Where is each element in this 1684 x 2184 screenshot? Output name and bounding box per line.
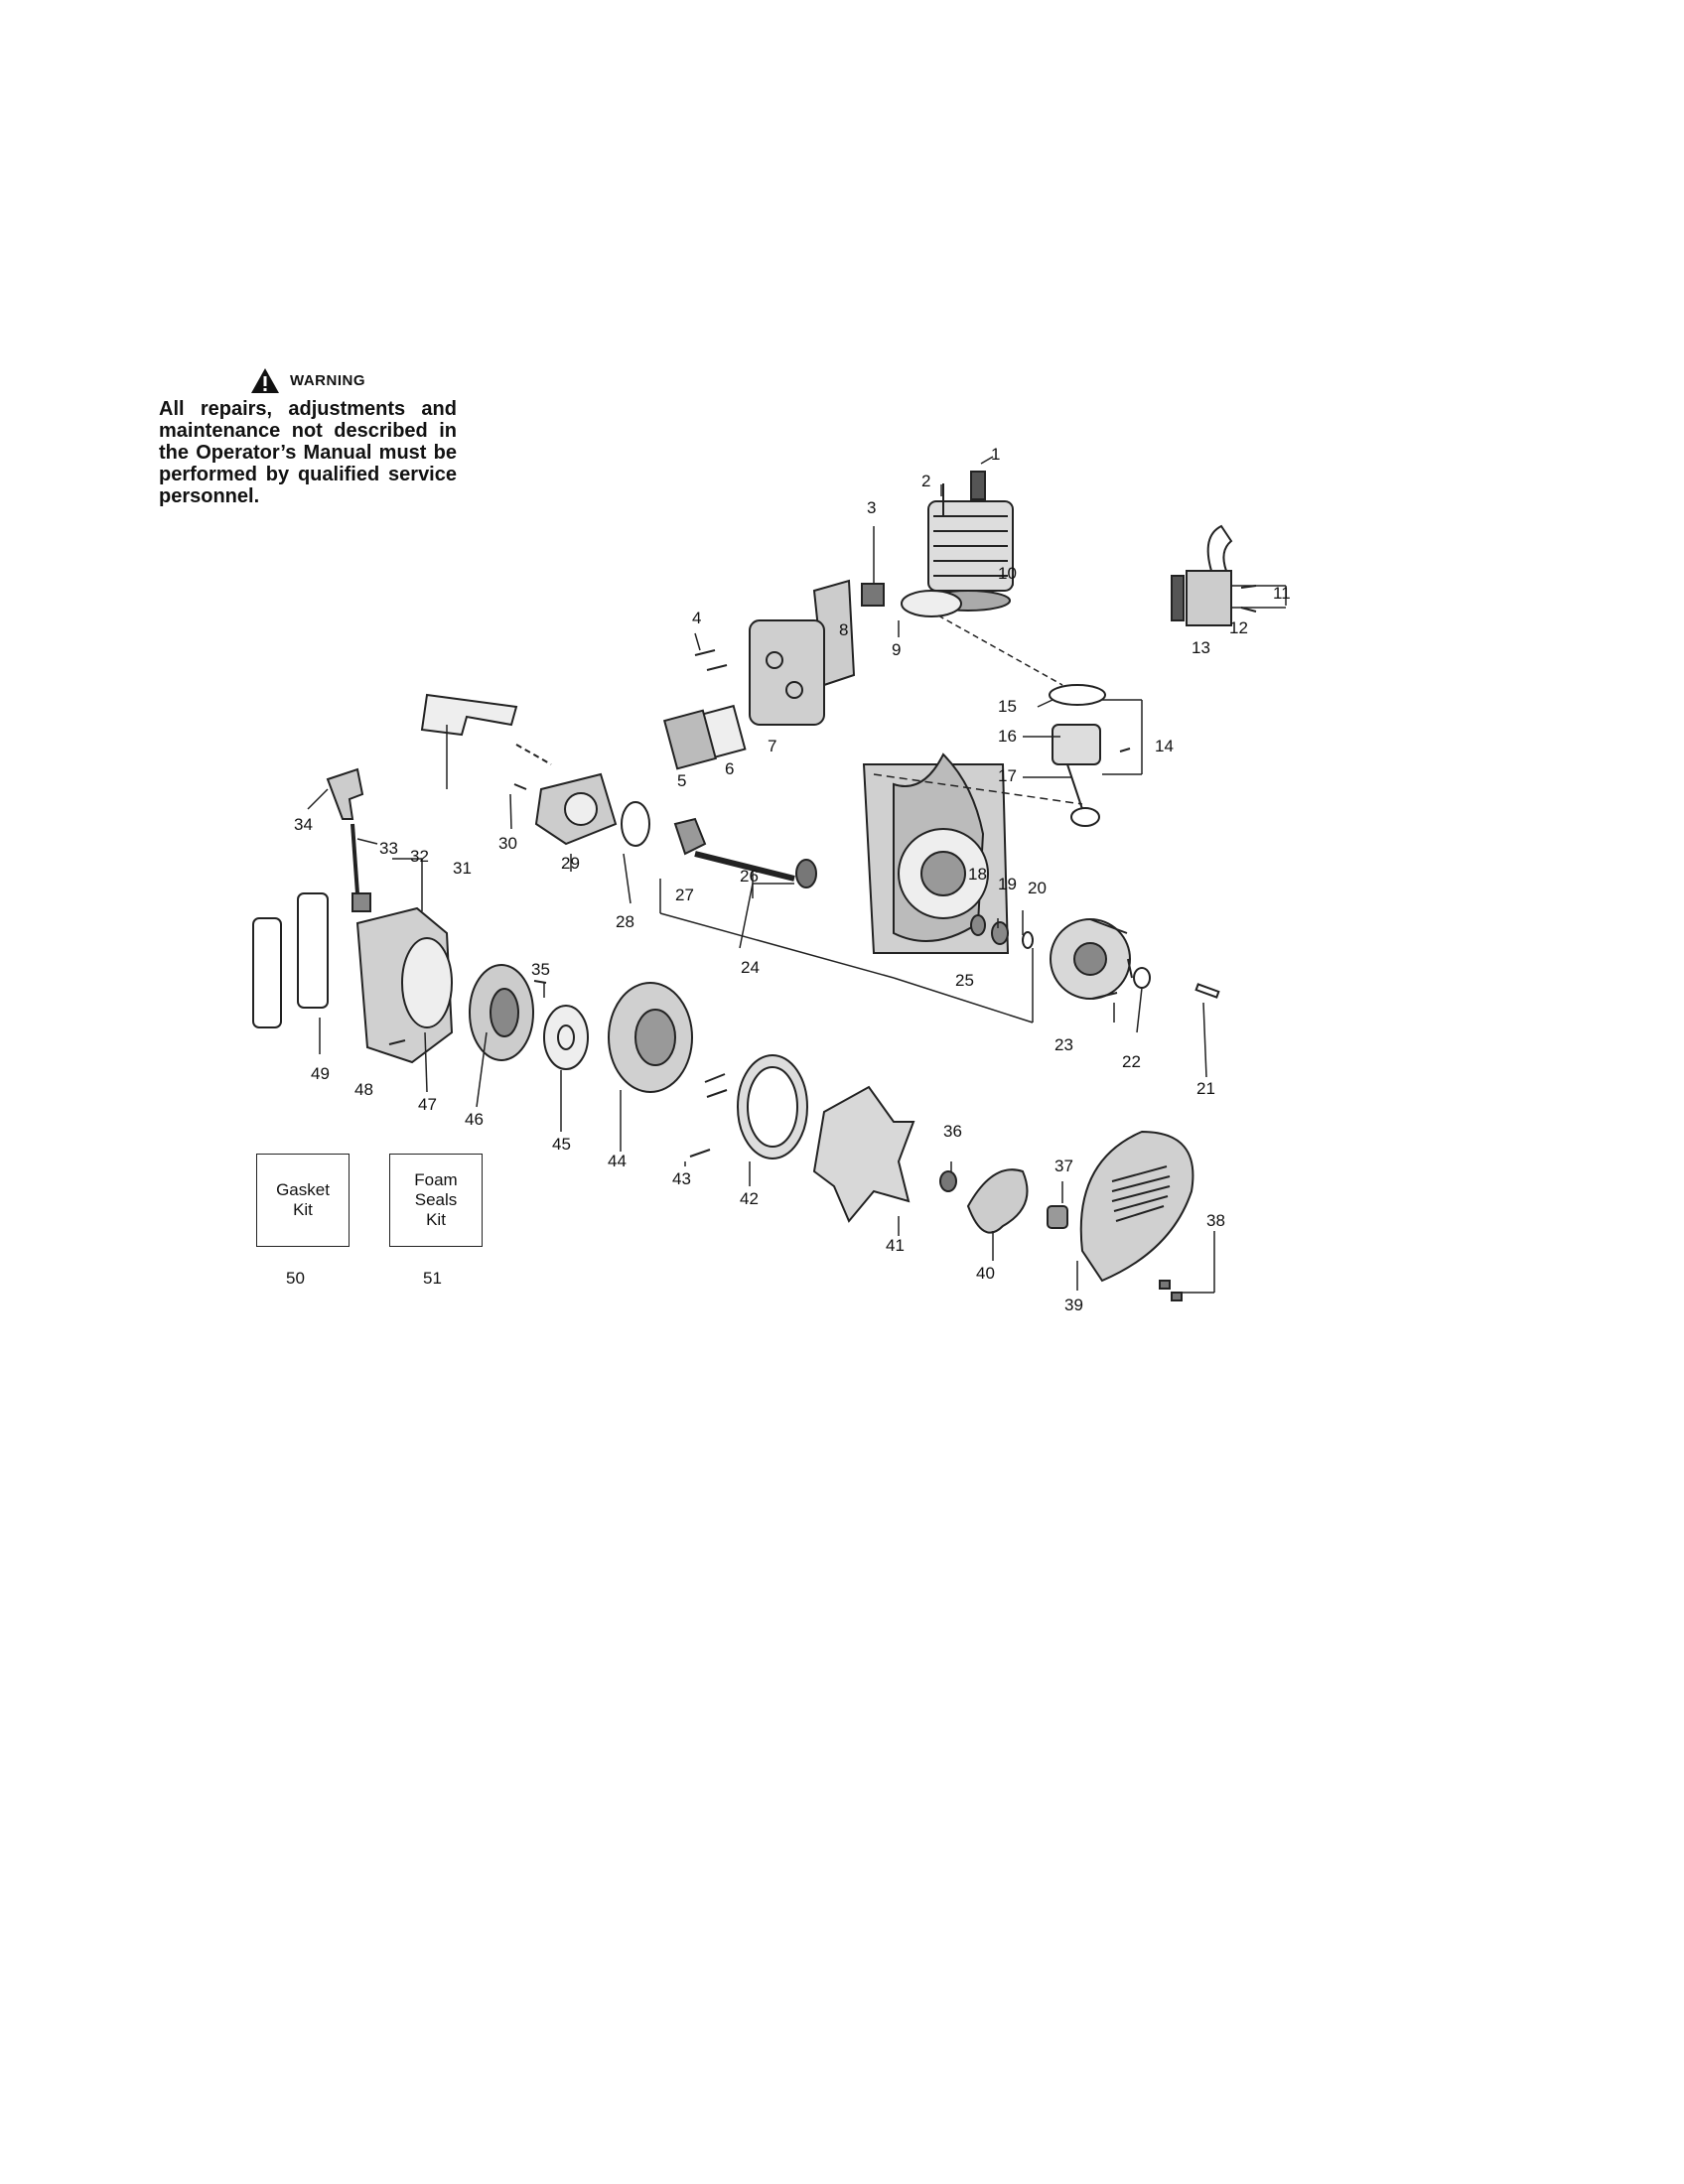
callout-18: 18	[968, 865, 987, 884]
flywheel-part	[1050, 918, 1133, 1000]
pulley-part	[469, 964, 534, 1061]
ignition-coil-part	[1171, 524, 1233, 626]
callout-25: 25	[955, 971, 974, 990]
carburetor-gasket-part	[621, 801, 650, 847]
callout-28: 28	[616, 912, 634, 931]
callout-37: 37	[1054, 1157, 1073, 1175]
callout-11: 11	[1273, 584, 1291, 603]
callout-44: 44	[608, 1152, 627, 1170]
insulator-part	[420, 693, 518, 737]
warning-heading-row: WARNING	[159, 367, 457, 394]
callout-7: 7	[768, 737, 776, 755]
callout-36: 36	[943, 1122, 962, 1141]
callout-22: 22	[1122, 1052, 1141, 1071]
callout-38: 38	[1206, 1211, 1225, 1230]
starter-part	[608, 982, 693, 1093]
warning-text: All repairs, adjustments and maintenance…	[159, 398, 457, 507]
callout-21: 21	[1196, 1079, 1215, 1098]
callout-20: 20	[1028, 879, 1047, 897]
gasket-kit-number: 50	[286, 1269, 305, 1288]
callout-34: 34	[294, 815, 313, 834]
fuel-cap-part	[326, 767, 364, 820]
callout-19: 19	[998, 875, 1017, 893]
callout-4: 4	[692, 609, 701, 627]
callout-14: 14	[1155, 737, 1174, 755]
block-part	[861, 583, 885, 607]
fan-part	[966, 1168, 1029, 1234]
callout-9: 9	[892, 640, 901, 659]
foam-seals-kit-number: 51	[423, 1269, 442, 1288]
housing-part	[355, 906, 454, 1064]
callout-12: 12	[1229, 618, 1248, 637]
callout-24: 24	[741, 958, 760, 977]
callout-30: 30	[498, 834, 517, 853]
callout-48: 48	[354, 1080, 373, 1099]
callout-31: 31	[453, 859, 472, 878]
warning-heading: WARNING	[290, 372, 365, 389]
callout-45: 45	[552, 1135, 571, 1154]
impeller-part	[812, 1085, 915, 1223]
callout-23: 23	[1054, 1035, 1073, 1054]
foam-seals-kit-box: Foam Seals Kit	[389, 1154, 483, 1247]
warning-notice: WARNING All repairs, adjustments and mai…	[159, 367, 457, 507]
callout-13: 13	[1192, 638, 1210, 657]
warning-triangle-icon	[251, 368, 279, 393]
crankshaft-part	[673, 817, 795, 882]
piston-part	[1049, 684, 1106, 827]
gasket-part	[901, 590, 962, 617]
callout-41: 41	[886, 1236, 905, 1255]
callout-46: 46	[465, 1110, 484, 1129]
callout-10: 10	[998, 564, 1017, 583]
callout-17: 17	[998, 766, 1017, 785]
muffler-part	[749, 619, 825, 726]
crankcase-part	[862, 752, 1010, 954]
callout-43: 43	[672, 1169, 691, 1188]
callout-26: 26	[740, 867, 759, 886]
foam-seal-part	[252, 917, 282, 1028]
callout-1: 1	[991, 445, 1000, 464]
callout-47: 47	[418, 1095, 437, 1114]
callout-8: 8	[839, 620, 848, 639]
callout-6: 6	[725, 759, 734, 778]
foam-seal-part	[297, 892, 329, 1009]
muffler-plate-part	[662, 709, 718, 770]
cover-part	[1079, 1130, 1194, 1283]
foam-seals-kit-label: Foam Seals Kit	[414, 1170, 458, 1229]
callout-5: 5	[677, 771, 686, 790]
callout-2: 2	[921, 472, 930, 490]
callout-40: 40	[976, 1264, 995, 1283]
gasket-kit-box: Gasket Kit	[256, 1154, 350, 1247]
callout-29: 29	[561, 854, 580, 873]
washer-part	[543, 1005, 589, 1070]
callout-16: 16	[998, 727, 1017, 746]
spark-plug-part	[970, 471, 986, 500]
callout-35: 35	[531, 960, 550, 979]
bearing-part	[795, 859, 817, 888]
callout-27: 27	[675, 886, 694, 904]
gasket-kit-label: Gasket Kit	[276, 1180, 330, 1219]
callout-42: 42	[740, 1189, 759, 1208]
callout-33: 33	[379, 839, 398, 858]
callout-32: 32	[410, 847, 429, 866]
callout-15: 15	[998, 697, 1017, 716]
callout-39: 39	[1064, 1296, 1083, 1314]
callout-49: 49	[311, 1064, 330, 1083]
carburetor-part	[534, 772, 618, 846]
callout-3: 3	[867, 498, 876, 517]
